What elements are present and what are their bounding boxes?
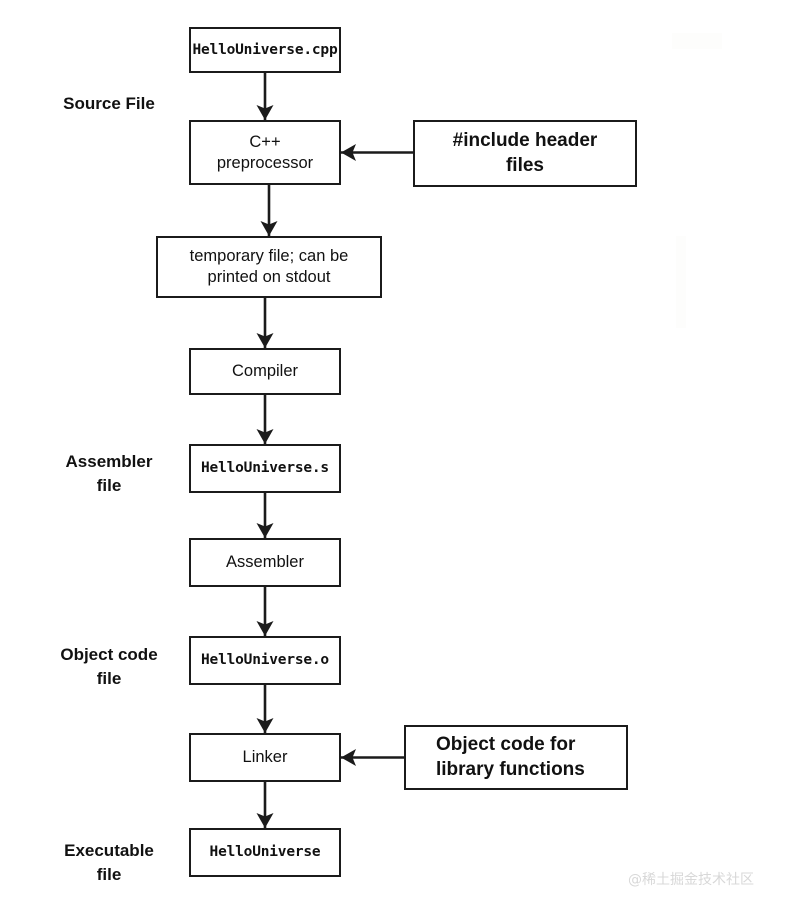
node-include-headers: #include header files <box>413 120 637 187</box>
node-executable: HelloUniverse <box>189 828 341 877</box>
node-source-cpp: HelloUniverse.cpp <box>189 27 341 73</box>
node-compiler: Compiler <box>189 348 341 395</box>
stage-label-object-code-file: Object code file <box>60 645 158 688</box>
connector-temp-to-compiler <box>256 298 274 348</box>
stage-label-source-file: Source File <box>63 94 155 113</box>
node-preprocessor: C++ preprocessor <box>189 120 341 185</box>
watermark-label: @稀土掘金技术社区 <box>628 872 754 888</box>
node-library-objects: Object code for library functions <box>404 725 628 790</box>
node-temporary-file: temporary file; can be printed on stdout <box>156 236 382 298</box>
connector-library-to-linker <box>341 749 404 766</box>
connector-preprocessor-to-temp <box>260 185 278 236</box>
connector-headers-to-preprocessor <box>341 144 413 161</box>
ghost-artifact-right <box>676 236 686 328</box>
ghost-artifact-top <box>672 33 722 49</box>
stage-label-executable-file: Executable file <box>64 841 154 884</box>
stage-label-assembler-file: Assembler file <box>65 452 153 495</box>
connector-assembly-to-assembler <box>256 493 274 538</box>
connector-object-to-linker <box>256 685 274 733</box>
node-assembler: Assembler <box>189 538 341 587</box>
node-linker: Linker <box>189 733 341 782</box>
node-object-o: HelloUniverse.o <box>189 636 341 685</box>
connector-compiler-to-assembly <box>256 395 274 444</box>
connector-linker-to-executable <box>256 782 274 828</box>
connector-source-to-preprocessor <box>256 73 274 120</box>
node-assembly-s: HelloUniverse.s <box>189 444 341 493</box>
connector-assembler-to-object <box>256 587 274 636</box>
